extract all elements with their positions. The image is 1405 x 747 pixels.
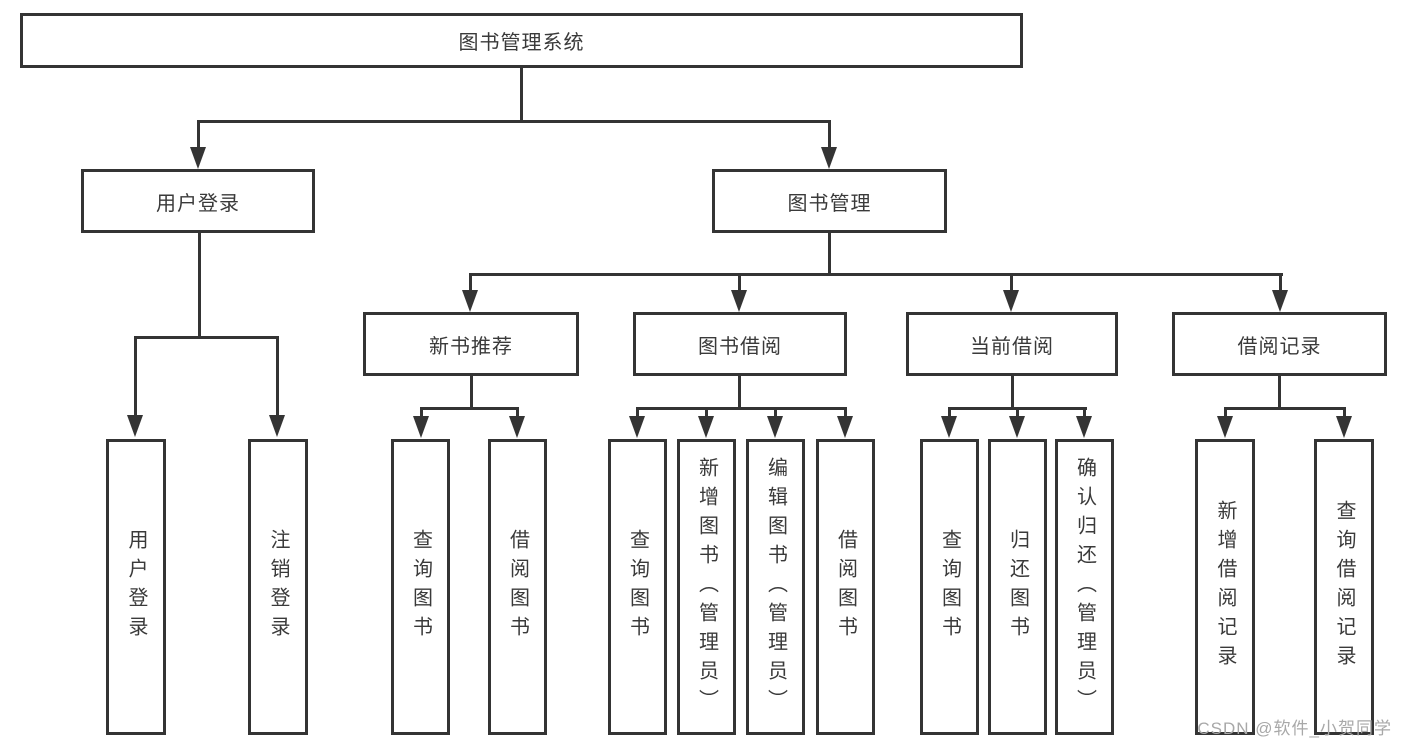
connector-line [738, 376, 741, 410]
leaf-confirm-return-admin: 确认归还（管理员） [1055, 439, 1114, 735]
leaf-label: 借阅图书 [506, 529, 529, 645]
node-library-management-system: 图书管理系统 [20, 13, 1023, 68]
connector-line [636, 407, 847, 410]
connector-line [1343, 410, 1346, 417]
arrowhead-down [1336, 416, 1352, 438]
leaf-borrow-books-recommend: 借阅图书 [488, 439, 547, 735]
leaf-label: 编辑图书（管理员） [764, 456, 787, 718]
leaf-return-books: 归还图书 [988, 439, 1047, 735]
node-borrowing-records: 借阅记录 [1172, 312, 1387, 376]
leaf-edit-books-admin: 编辑图书（管理员） [746, 439, 805, 735]
connector-line [520, 68, 523, 123]
leaf-label: 确认归还（管理员） [1073, 456, 1096, 718]
node-label: 图书管理系统 [458, 32, 585, 54]
connector-line [134, 336, 278, 339]
leaf-query-books-current: 查询图书 [920, 439, 979, 735]
connector-line [197, 120, 831, 123]
arrowhead-down [1003, 290, 1019, 312]
connector-line [470, 376, 473, 410]
connector-line [420, 410, 423, 417]
leaf-label: 查询图书 [938, 529, 961, 645]
arrowhead-down [190, 147, 206, 169]
connector-line [1279, 276, 1282, 290]
leaf-label: 查询图书 [626, 529, 649, 645]
leaf-logout: 注销登录 [248, 439, 308, 735]
arrowhead-down [941, 416, 957, 438]
connector-line [828, 233, 831, 276]
leaf-label: 归还图书 [1006, 529, 1029, 645]
connector-line [1010, 276, 1013, 290]
leaf-query-borrow-record: 查询借阅记录 [1314, 439, 1374, 735]
arrowhead-down [462, 290, 478, 312]
connector-line [705, 410, 708, 417]
connector-line [844, 410, 847, 417]
arrowhead-down [269, 415, 285, 437]
connector-line [948, 410, 951, 417]
node-label: 图书借阅 [698, 335, 782, 358]
connector-line [1224, 410, 1227, 417]
connector-line [276, 336, 279, 416]
connector-line [1083, 410, 1086, 417]
connector-line [469, 276, 472, 290]
leaf-label: 新增借阅记录 [1214, 500, 1236, 674]
connector-line [948, 407, 1087, 410]
node-new-book-recommend: 新书推荐 [363, 312, 579, 376]
connector-line [1011, 376, 1014, 410]
node-label: 用户登录 [156, 192, 240, 215]
arrowhead-down [731, 290, 747, 312]
arrowhead-down [413, 416, 429, 438]
leaf-borrow-books: 借阅图书 [816, 439, 875, 735]
leaf-query-books-borrow: 查询图书 [608, 439, 667, 735]
connector-line [469, 273, 1283, 276]
connector-line [738, 276, 741, 290]
node-label: 当前借阅 [970, 335, 1054, 358]
connector-line [774, 410, 777, 417]
arrowhead-down [1272, 290, 1288, 312]
connector-line [828, 120, 831, 150]
connector-line [134, 336, 137, 416]
connector-line [1278, 376, 1281, 410]
leaf-label: 注销登录 [267, 529, 289, 645]
leaf-label: 查询图书 [409, 529, 432, 645]
arrowhead-down [127, 415, 143, 437]
arrowhead-down [1009, 416, 1025, 438]
arrowhead-down [767, 416, 783, 438]
leaf-label: 新增图书（管理员） [695, 456, 718, 718]
csdn-watermark: CSDN @软件_小贺同学 [1197, 719, 1392, 738]
node-book-management: 图书管理 [712, 169, 947, 233]
connector-line [420, 407, 519, 410]
node-label: 新书推荐 [429, 335, 513, 358]
arrowhead-down [1217, 416, 1233, 438]
leaf-label: 借阅图书 [834, 529, 857, 645]
arrowhead-down [1076, 416, 1092, 438]
leaf-query-books-recommend: 查询图书 [391, 439, 450, 735]
arrowhead-down [821, 147, 837, 169]
node-label: 图书管理 [787, 192, 872, 215]
arrowhead-down [509, 416, 525, 438]
leaf-label: 查询借阅记录 [1333, 500, 1355, 674]
leaf-add-books-admin: 新增图书（管理员） [677, 439, 736, 735]
node-user-login: 用户登录 [81, 169, 315, 233]
connector-line [197, 120, 200, 150]
node-book-borrowing: 图书借阅 [633, 312, 847, 376]
node-label: 借阅记录 [1237, 335, 1322, 358]
arrowhead-down [629, 416, 645, 438]
node-current-borrowing: 当前借阅 [906, 312, 1118, 376]
connector-line [516, 410, 519, 417]
leaf-user-login: 用户登录 [106, 439, 166, 735]
connector-line [1224, 407, 1346, 410]
connector-line [1016, 410, 1019, 417]
arrowhead-down [837, 416, 853, 438]
connector-line [636, 410, 639, 417]
connector-line [198, 233, 201, 339]
leaf-add-borrow-record: 新增借阅记录 [1195, 439, 1255, 735]
leaf-label: 用户登录 [125, 529, 147, 645]
arrowhead-down [698, 416, 714, 438]
